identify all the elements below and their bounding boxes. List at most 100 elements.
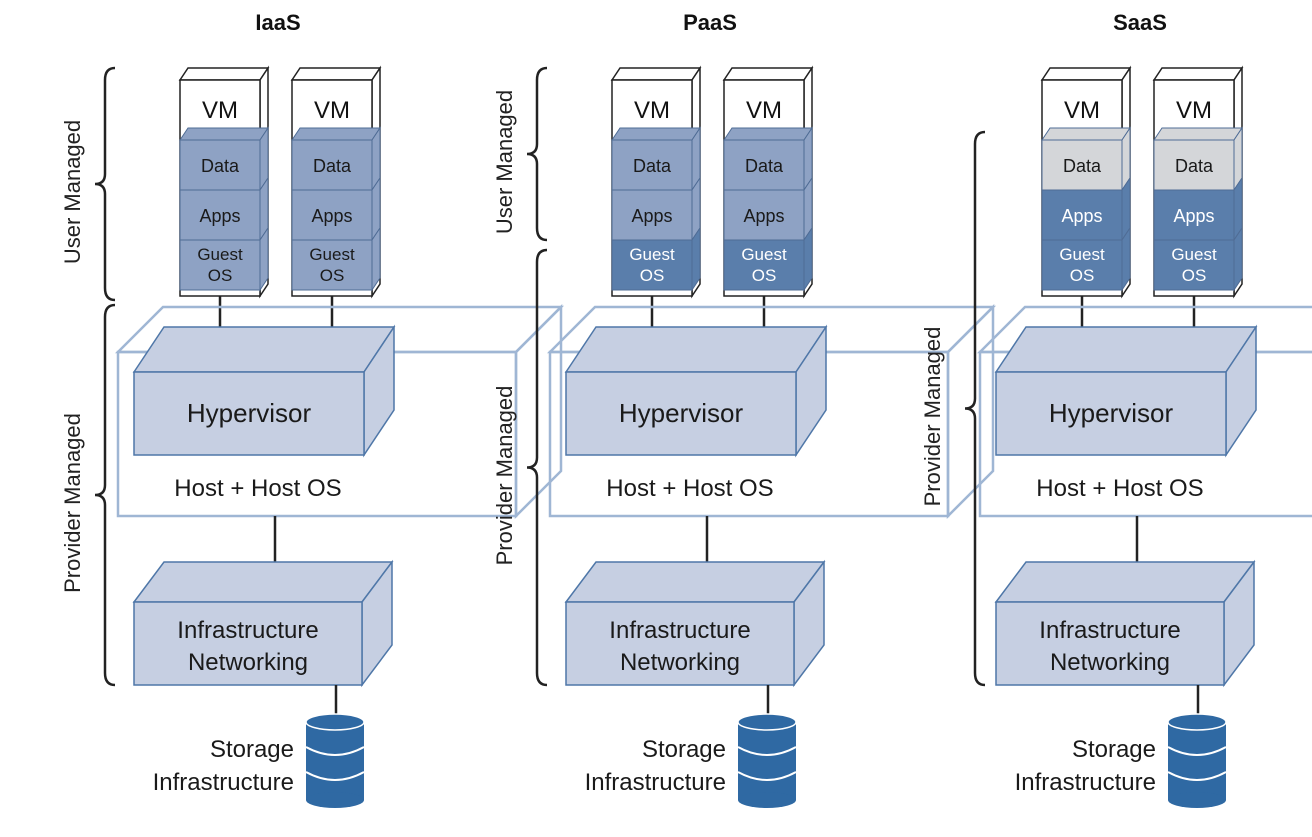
- data-layer: [1041, 139, 1123, 191]
- layer-top-face: [1041, 127, 1131, 141]
- user-managed-bracket: [526, 66, 548, 242]
- hypervisor-box: [994, 324, 1258, 458]
- apps-layer-text: Apps: [1173, 206, 1214, 226]
- vm-label: VM: [1064, 97, 1100, 124]
- data-layer-text: Data: [633, 156, 672, 176]
- user-managed-label: User Managed: [492, 90, 517, 234]
- apps-layer-text: Apps: [199, 206, 240, 226]
- panel-title: SaaS: [1113, 10, 1167, 35]
- vm-label: VM: [634, 97, 670, 124]
- guest-os-layer-side: [259, 226, 269, 292]
- provider-managed-bracket: [94, 303, 116, 687]
- infrastructure-label-line1: Infrastructure: [1039, 617, 1180, 644]
- hypervisor-box-front: [565, 371, 797, 456]
- hypervisor-box: [132, 324, 396, 458]
- hypervisor-box-front: [133, 371, 365, 456]
- guest-os-text-line2: OS: [320, 266, 345, 285]
- guest-os-layer-side: [803, 226, 813, 292]
- infrastructure-box: [994, 559, 1256, 688]
- guest-os-layer: [291, 239, 373, 291]
- guest-os-text-line1: Guest: [741, 245, 787, 264]
- user-managed-bracket: [94, 66, 116, 302]
- storage-top: [1167, 713, 1227, 731]
- guest-os-text-line2: OS: [208, 266, 233, 285]
- guest-os-layer: [611, 239, 693, 291]
- hypervisor-box-top: [564, 326, 828, 373]
- host-side-face: [514, 303, 563, 520]
- infrastructure-label-line1: Infrastructure: [177, 617, 318, 644]
- panel-title: IaaS: [255, 10, 300, 35]
- guest-os-text-line1: Guest: [309, 245, 355, 264]
- apps-layer: [291, 189, 373, 241]
- apps-layer: [1041, 189, 1123, 241]
- apps-layer-text: Apps: [743, 206, 784, 226]
- guest-os-text-line2: OS: [640, 266, 665, 285]
- data-layer-text: Data: [745, 156, 784, 176]
- provider-managed-bracket: [964, 130, 986, 687]
- panel-title: PaaS: [683, 10, 737, 35]
- storage-icon: [737, 713, 797, 808]
- storage-band-2: [305, 771, 365, 781]
- storage-icon: [305, 713, 365, 808]
- host-label: Host + Host OS: [1036, 475, 1203, 502]
- guest-os-layer-side: [1233, 226, 1243, 292]
- storage-top: [305, 713, 365, 731]
- guest-os-text-line1: Guest: [1171, 245, 1217, 264]
- data-layer-text: Data: [313, 156, 352, 176]
- data-layer: [611, 139, 693, 191]
- infrastructure-box-top: [132, 561, 394, 603]
- storage-bottom: [306, 792, 364, 808]
- infrastructure-label-line2: Networking: [188, 649, 308, 676]
- hypervisor-box-top: [994, 326, 1258, 373]
- provider-managed-label: Provider Managed: [492, 386, 517, 566]
- apps-layer: [1153, 189, 1235, 241]
- user-managed-label: User Managed: [60, 120, 85, 264]
- guest-os-layer-side: [691, 226, 701, 292]
- apps-layer-text: Apps: [631, 206, 672, 226]
- layer-top-face: [1153, 127, 1243, 141]
- vm-label: VM: [746, 97, 782, 124]
- hypervisor-box: [564, 324, 828, 458]
- infrastructure-box-top: [994, 561, 1256, 603]
- vm-label: VM: [1176, 97, 1212, 124]
- apps-layer-text: Apps: [311, 206, 352, 226]
- infrastructure-label-line1: Infrastructure: [609, 617, 750, 644]
- apps-layer: [723, 189, 805, 241]
- storage-label-line2: Infrastructure: [585, 769, 726, 796]
- infrastructure-box-front: [995, 601, 1225, 686]
- guest-os-text-line2: OS: [1182, 266, 1207, 285]
- guest-os-layer: [179, 239, 261, 291]
- provider-managed-label: Provider Managed: [60, 413, 85, 593]
- data-layer: [179, 139, 261, 191]
- guest-os-layer: [1153, 239, 1235, 291]
- storage-body: [306, 722, 364, 800]
- storage-icon: [1167, 713, 1227, 808]
- host-label: Host + Host OS: [606, 475, 773, 502]
- hypervisor-box-top: [132, 326, 396, 373]
- guest-os-text-line2: OS: [1070, 266, 1095, 285]
- storage-bottom: [1168, 792, 1226, 808]
- apps-layer: [179, 189, 261, 241]
- storage-band-1: [737, 746, 797, 756]
- guest-os-text-line1: Guest: [1059, 245, 1105, 264]
- storage-body: [1168, 722, 1226, 800]
- host-side-face: [946, 303, 995, 520]
- storage-top: [737, 713, 797, 731]
- storage-bottom: [738, 792, 796, 808]
- infrastructure-box-top: [564, 561, 826, 603]
- storage-band-1: [1167, 746, 1227, 756]
- host-label: Host + Host OS: [174, 475, 341, 502]
- data-layer-text: Data: [1063, 156, 1102, 176]
- guest-os-layer: [723, 239, 805, 291]
- infrastructure-box-front: [565, 601, 795, 686]
- guest-os-layer-side: [1121, 226, 1131, 292]
